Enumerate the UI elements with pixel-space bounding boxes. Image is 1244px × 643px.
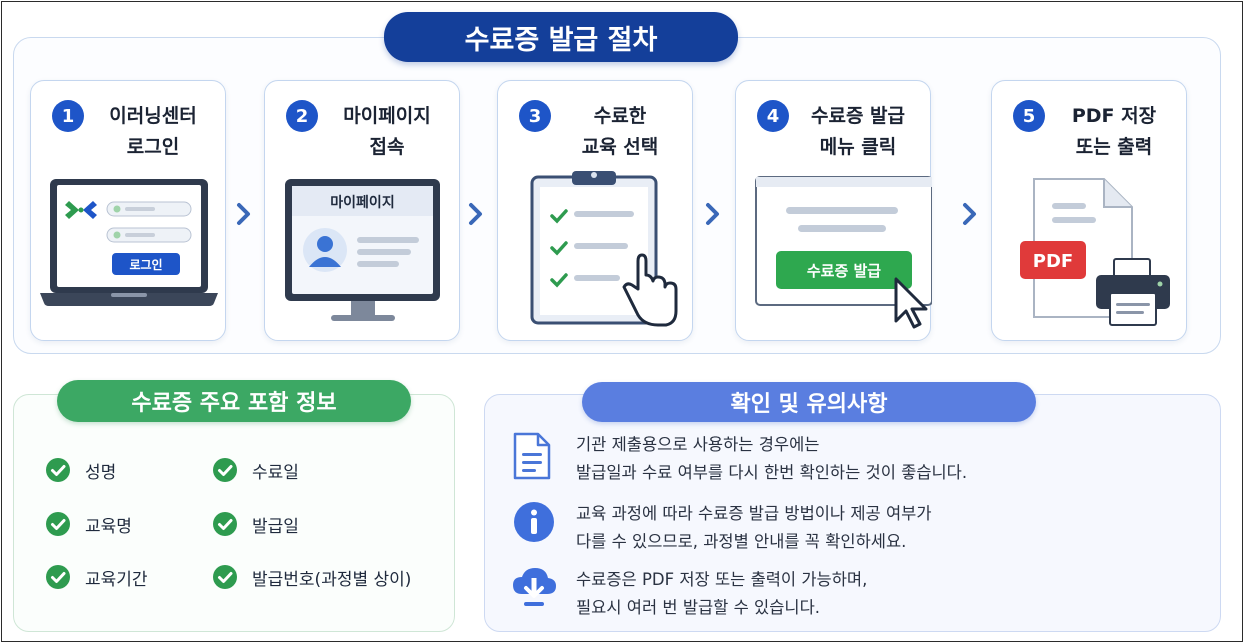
document-icon — [513, 432, 551, 480]
clipboard-checklist-icon — [530, 171, 678, 327]
included-info-panel — [13, 394, 455, 632]
info-item-name: 성명 — [45, 457, 116, 483]
laptop-login-icon: 로그인 — [40, 179, 218, 306]
info-item-course-name: 교육명 — [45, 511, 132, 537]
step-number-badge: 1 — [52, 100, 84, 132]
info-item-issue-number: 발급번호(과정별 상이) — [212, 564, 411, 590]
step-number-badge: 2 — [286, 100, 318, 132]
check-circle-icon — [46, 512, 70, 536]
info-item-issue-date: 발급일 — [212, 511, 299, 537]
procedure-title: 수료증 발급 절차 — [384, 12, 738, 62]
check-circle-icon — [213, 458, 237, 482]
info-item-course-period: 교육기간 — [45, 564, 148, 590]
info-icon — [514, 502, 554, 542]
pdf-printer-icon: PDF — [1020, 178, 1170, 326]
check-circle-icon — [213, 512, 237, 536]
monitor-profile-icon: 마이페이지 — [285, 179, 440, 321]
issue-button-label: 수료증 발급 — [807, 262, 881, 280]
info-item-completion-date: 수료일 — [212, 457, 299, 483]
note-item-pdf-reissue: 수료증은 PDF 저장 또는 출력이 가능하며,필요시 여러 번 발급할 수 있… — [576, 570, 868, 617]
check-circle-icon — [46, 458, 70, 482]
chevron-right-icon — [963, 203, 976, 225]
cloud-download-icon — [513, 568, 556, 606]
notes-title: 확인 및 유의사항 — [582, 382, 1036, 422]
pdf-label: PDF — [1033, 251, 1073, 272]
issue-button-window-icon: 수료증 발급 — [755, 176, 932, 329]
step-number-badge: 5 — [1013, 100, 1045, 132]
included-info-title: 수료증 주요 포함 정보 — [57, 380, 411, 422]
step-number-badge: 4 — [757, 100, 789, 132]
chevron-right-icon — [706, 203, 719, 225]
check-circle-icon — [213, 565, 237, 589]
check-circle-icon — [46, 565, 70, 589]
step-number-badge: 3 — [519, 100, 551, 132]
chevron-right-icon — [469, 203, 482, 225]
login-button-label: 로그인 — [129, 257, 162, 272]
chevron-right-icon — [237, 203, 250, 225]
mypage-screen-label: 마이페이지 — [330, 194, 394, 211]
